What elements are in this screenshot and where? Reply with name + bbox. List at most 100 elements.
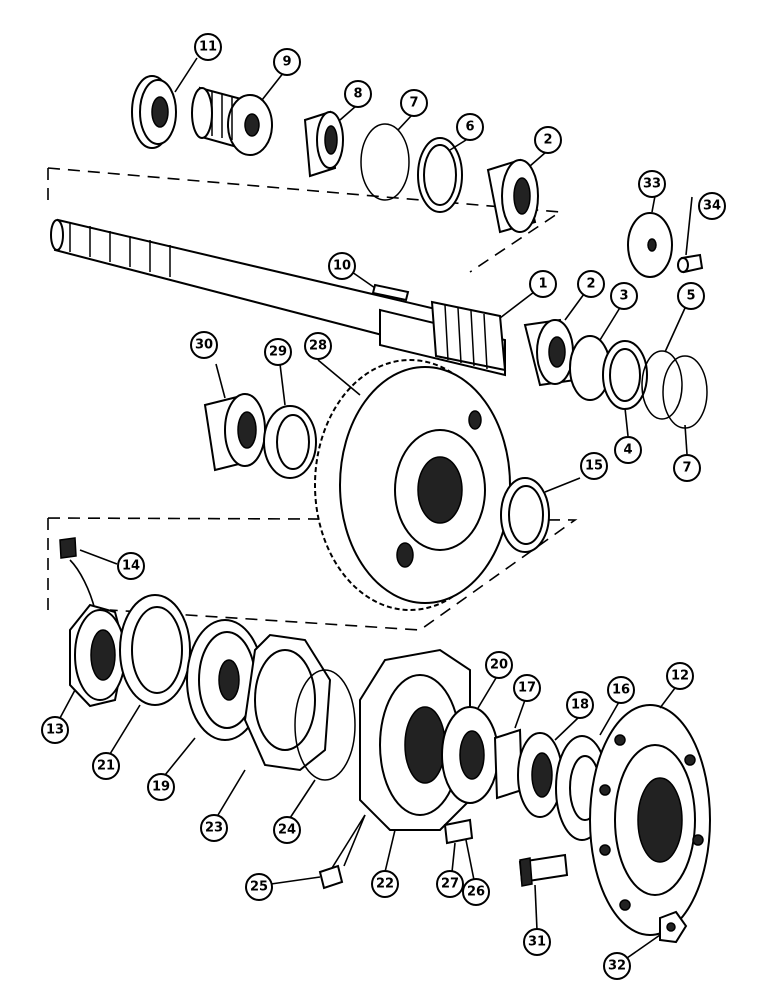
callout-27: 27 [436, 870, 464, 898]
assembly-boundary-upper [47, 167, 563, 273]
callout-1: 1 [529, 270, 557, 298]
part-23-gasket [243, 633, 332, 772]
svg-text:1: 1 [538, 277, 547, 292]
part-15-ring [500, 477, 550, 553]
callout-8: 8 [344, 80, 372, 108]
leader-lines [59, 57, 693, 959]
assembly-boundary-lower [47, 517, 578, 631]
svg-text:7: 7 [682, 461, 691, 476]
callout-2-lower: 2 [577, 270, 605, 298]
svg-text:31: 31 [528, 935, 546, 950]
svg-text:11: 11 [199, 40, 217, 55]
svg-text:15: 15 [585, 459, 603, 474]
svg-text:3: 3 [619, 289, 628, 304]
part-21-ring [119, 594, 191, 706]
part-6-ring [417, 137, 463, 213]
callout-25: 25 [245, 873, 273, 901]
callout-29: 29 [264, 338, 292, 366]
svg-text:9: 9 [282, 55, 291, 70]
svg-text:10: 10 [333, 259, 351, 274]
callout-30: 30 [190, 331, 218, 359]
callout-13: 13 [41, 716, 69, 744]
callout-18: 18 [566, 691, 594, 719]
part-30-bearing [203, 393, 266, 472]
svg-text:32: 32 [608, 959, 626, 974]
callout-17: 17 [513, 674, 541, 702]
callout-20: 20 [485, 651, 513, 679]
part-18-bearing [517, 732, 563, 818]
callout-21: 21 [92, 752, 120, 780]
callout-2-upper: 2 [534, 126, 562, 154]
svg-text:20: 20 [490, 658, 508, 673]
part-20-seal [441, 706, 499, 804]
callout-11: 11 [194, 33, 222, 61]
svg-text:7: 7 [409, 96, 418, 111]
svg-text:5: 5 [686, 289, 695, 304]
part-14-set-screw [59, 537, 96, 611]
callout-12: 12 [666, 662, 694, 690]
callout-33: 33 [638, 170, 666, 198]
svg-text:2: 2 [586, 277, 595, 292]
part-13-nut [69, 603, 127, 708]
svg-text:2: 2 [543, 133, 552, 148]
part-12-hub-flange [589, 704, 711, 936]
callout-10: 10 [328, 252, 356, 280]
part-9-spline-gear [191, 86, 273, 156]
callout-22: 22 [371, 870, 399, 898]
svg-text:4: 4 [623, 443, 632, 458]
svg-text:16: 16 [612, 683, 630, 698]
callout-23: 23 [200, 814, 228, 842]
svg-text:6: 6 [465, 120, 474, 135]
svg-text:34: 34 [703, 199, 721, 214]
part-1-main-shaft [50, 218, 507, 377]
callout-7-lower: 7 [673, 454, 701, 482]
svg-text:33: 33 [643, 177, 661, 192]
svg-text:30: 30 [195, 338, 213, 353]
part-25-grease-fitting [318, 864, 344, 890]
callout-3: 3 [610, 282, 638, 310]
callout-14: 14 [117, 552, 145, 580]
svg-text:23: 23 [205, 821, 223, 836]
callout-5: 5 [677, 282, 705, 310]
part-19-seal [186, 619, 264, 741]
svg-text:8: 8 [353, 87, 362, 102]
callout-32: 32 [603, 952, 631, 980]
svg-text:12: 12 [671, 669, 689, 684]
callout-6: 6 [456, 113, 484, 141]
callout-4: 4 [614, 436, 642, 464]
callout-7-upper: 7 [400, 89, 428, 117]
part-26-bolt [443, 818, 474, 845]
svg-text:25: 25 [250, 880, 268, 895]
svg-text:24: 24 [278, 823, 296, 838]
svg-text:17: 17 [518, 681, 536, 696]
svg-text:21: 21 [97, 759, 115, 774]
part-8-bushing [303, 110, 344, 178]
part-33-washer [627, 212, 673, 278]
svg-text:28: 28 [309, 339, 327, 354]
svg-text:14: 14 [122, 559, 140, 574]
callout-9: 9 [273, 48, 301, 76]
svg-text:29: 29 [269, 345, 287, 360]
callout-31: 31 [523, 928, 551, 956]
part-2-bearing [486, 158, 539, 234]
callout-34: 34 [698, 192, 726, 220]
callout-24: 24 [273, 816, 301, 844]
svg-text:22: 22 [376, 877, 394, 892]
callout-16: 16 [607, 676, 635, 704]
callout-15: 15 [580, 452, 608, 480]
part-2-bearing-lower [523, 318, 577, 387]
callout-19: 19 [147, 773, 175, 801]
svg-text:13: 13 [46, 723, 64, 738]
part-4-ring [602, 340, 648, 410]
svg-text:19: 19 [152, 780, 170, 795]
part-24-o-ring [294, 669, 356, 781]
part-10-key [371, 283, 410, 302]
part-5-circlip [641, 350, 683, 420]
part-11-bearing [131, 75, 177, 149]
svg-text:18: 18 [571, 698, 589, 713]
part-7-snap-ring [360, 123, 410, 201]
callout-28: 28 [304, 332, 332, 360]
part-34-screw [677, 253, 704, 274]
svg-text:27: 27 [441, 877, 459, 892]
part-31-stud-bolt [518, 853, 569, 887]
